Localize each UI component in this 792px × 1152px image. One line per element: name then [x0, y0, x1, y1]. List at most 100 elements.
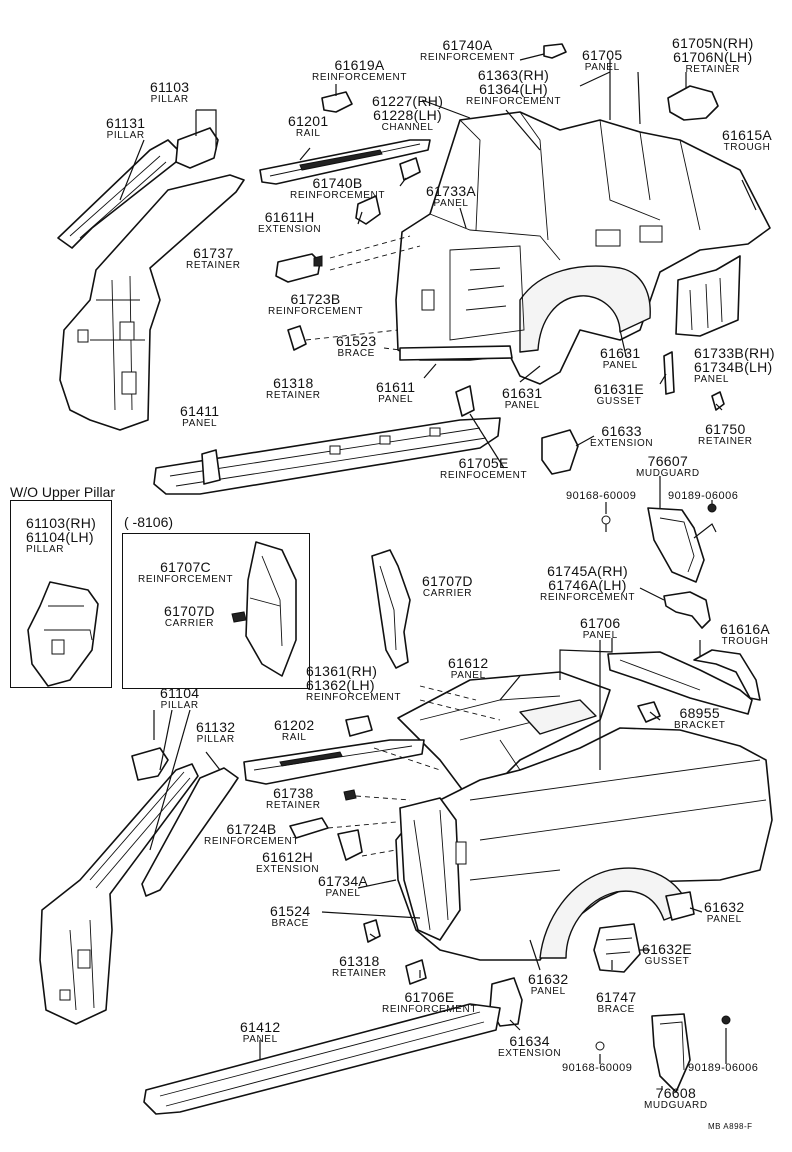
part-61631e-drawing	[663, 351, 675, 395]
part-61201-rail-drawing	[259, 139, 431, 185]
part-61750-drawing	[711, 391, 725, 411]
callout-61227: 61227(RH)61228(LH)CHANNEL	[372, 93, 444, 133]
part-61738-drawing	[343, 789, 357, 801]
dated-variant-box	[122, 533, 310, 689]
bolt-90168-drawing	[601, 515, 611, 532]
part-61103-wo-upper-drawing	[27, 581, 99, 687]
quarter-panel-assembly-top-drawing	[395, 111, 771, 385]
part-61737-drawing	[313, 255, 323, 267]
callout-61705n: 61705N(RH)61706N(LH)RETAINER	[672, 35, 754, 75]
callout-61361: 61361(RH)61362(LH)REINFORCEMENT	[306, 663, 402, 703]
part-61611h-drawing	[355, 195, 381, 225]
part-76608-mudguard-drawing	[651, 1013, 691, 1093]
part-61612-panel-drawing	[397, 671, 611, 801]
part-61723b-drawing	[275, 253, 321, 283]
part-61706-panel-drawing	[607, 651, 753, 715]
callout-61733b: 61733B(RH)61734B(LH)PANEL	[694, 345, 775, 385]
bolt-90189-lower-drawing	[721, 1015, 731, 1025]
part-61706e-drawing	[405, 959, 427, 985]
reference-code: MB A898-F	[708, 1122, 753, 1131]
part-61202-rail-drawing	[243, 739, 425, 785]
part-61612h-drawing	[337, 829, 363, 861]
wo-upper-pillar-box	[10, 500, 112, 688]
part-61103-pillar-drawing	[59, 127, 245, 431]
part-61707d-carrier-drawing	[371, 549, 411, 669]
bolt-part-number: 90168-60009	[562, 1062, 633, 1074]
part-61740a-drawing	[543, 43, 567, 59]
part-61318-retainer-top-drawing	[287, 325, 307, 351]
bolt-90168-lower-drawing	[595, 1041, 605, 1051]
part-61707c-inset-drawing	[231, 541, 297, 677]
bolt-90189-drawing	[707, 503, 717, 513]
part-61616a-trough-drawing	[693, 649, 761, 701]
part-61412-panel-drawing	[143, 1003, 501, 1115]
bolt-part-number: 90189-06006	[688, 1062, 759, 1074]
date-range-note: ( -8106)	[124, 514, 174, 530]
bolt-part-number: 90168-60009	[566, 490, 637, 502]
wo-upper-pillar-note: W/O Upper Pillar	[10, 484, 116, 500]
part-61633-drawing	[541, 429, 579, 475]
bolt-part-number: 90189-06006	[668, 490, 739, 502]
quarter-body-assembly-lower-drawing	[395, 727, 773, 961]
part-61104-pillar-drawing	[39, 747, 199, 1025]
callout-61745a: 61745A(RH)61746A(LH)REINFORCEMENT	[540, 563, 636, 603]
leader-lines	[119, 53, 757, 1090]
callout-61363: 61363(RH)61364(LH)REINFORCEMENT	[466, 67, 562, 107]
part-61740b-drawing	[399, 157, 421, 181]
part-61361-drawing	[345, 715, 373, 737]
part-68955-bracket-drawing	[637, 701, 661, 723]
part-61619a-drawing	[321, 91, 353, 113]
part-61632e-gusset-drawing	[593, 923, 641, 973]
part-61745a-drawing	[663, 591, 711, 629]
part-61318-retainer-lower-drawing	[363, 919, 381, 943]
part-61705e-drawing	[455, 385, 475, 417]
callout-61103-wo-upper: 61103(RH)61104(LH)PILLAR	[26, 515, 97, 555]
